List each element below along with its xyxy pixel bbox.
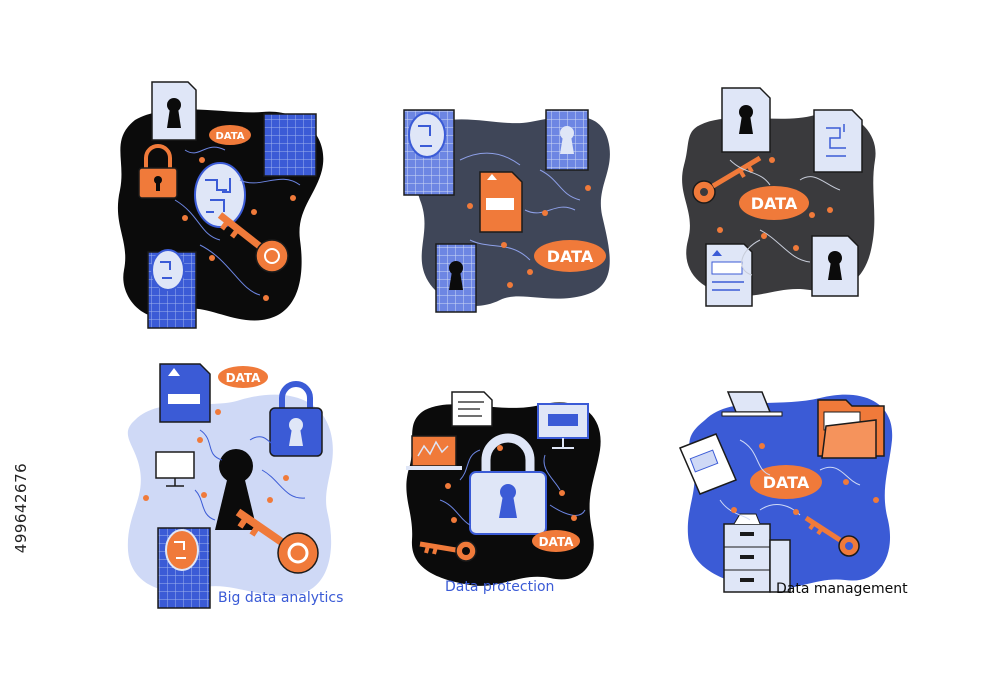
keyhole-document-icon [151,81,197,141]
key-icon [217,212,289,273]
padlock-icon [269,381,323,457]
connection-lines [194,429,306,521]
text-document-icon [679,433,737,495]
blue-document-icon [159,363,211,423]
node-dots [143,409,289,503]
orange-document-icon [479,171,523,233]
folder-icon [817,399,885,459]
monitor-icon [537,403,589,449]
data-badge: DATA [534,240,606,272]
text-document-icon [705,243,753,307]
server-grid-icon [263,113,317,177]
connection-lines [459,152,581,261]
caption-big-data-analytics: Big data analytics [218,590,344,606]
caption-data-management: Data management [776,581,908,597]
keyhole-document-icon [811,235,859,297]
key-icon [235,508,319,574]
caption-data-protection: Data protection [445,579,555,595]
laptop-icon [406,435,462,470]
node-dots [731,443,879,515]
data-badge: DATA [532,530,580,552]
padlock-icon [469,433,547,535]
data-badge: DATA [218,366,268,388]
node-dots [182,157,296,301]
scene-data-management: DATA [679,391,893,593]
data-badge-label: DATA [215,131,244,142]
padlock-icon [138,144,178,199]
keyhole-server-icon [435,243,477,313]
key-icon [692,155,762,204]
data-badge-label: DATA [226,371,262,385]
node-dots [445,445,577,523]
keyhole-document-icon [721,87,771,153]
scene-data-security: DATA [117,81,324,329]
fingerprint-server-icon [147,249,197,329]
laptop-icon [721,391,783,417]
connection-lines [174,146,301,296]
text-document-icon [451,391,493,427]
stock-image-id: 499642676 [12,462,30,553]
scene-big-data-analytics: DATA [127,363,333,609]
scene-data-protection: DATA [406,391,601,586]
scene-document-access: DATA [682,87,876,307]
connection-lines [439,449,586,526]
key-icon [804,515,860,557]
keyhole-server-icon [545,109,589,171]
data-badge-label: DATA [547,247,594,266]
data-badge-label: DATA [751,194,798,213]
data-badge: DATA [750,465,822,499]
data-badge: DATA [209,125,251,145]
connection-lines [719,439,861,521]
data-badge-label: DATA [763,473,810,492]
circuit-document-icon [813,109,863,173]
fingerprint-server-icon [157,527,211,609]
key-icon [419,540,477,562]
data-badge: DATA [739,186,809,220]
data-badge-label: DATA [539,535,575,549]
fingerprint-icon [194,162,246,228]
monitor-icon [155,451,195,487]
scene-file-encryption: DATA [403,109,610,313]
fingerprint-server-icon [403,109,455,196]
file-cabinet-icon [723,513,791,593]
node-dots [717,157,833,251]
connection-lines [729,159,841,276]
node-dots [467,185,591,288]
